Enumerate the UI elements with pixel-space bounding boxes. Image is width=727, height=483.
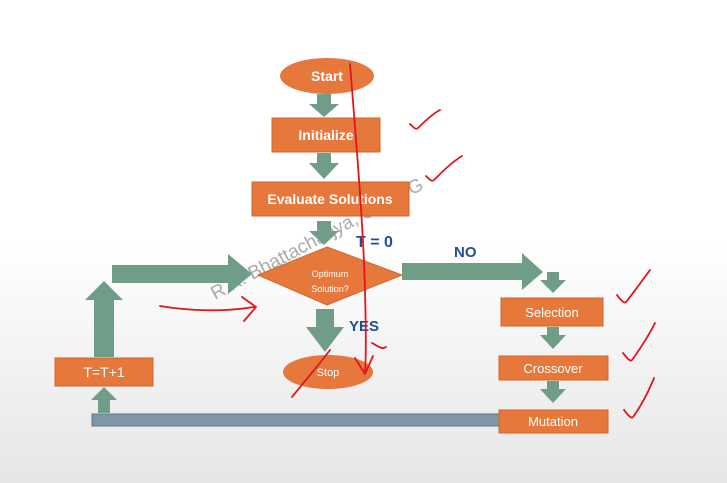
arrow-decision-to-stop (306, 309, 344, 352)
pen-vertical-stroke (349, 63, 367, 373)
arrow-into-selection (540, 272, 566, 293)
pen-arrow-into-decision (159, 305, 255, 312)
increment-label: T=T+1 (83, 364, 124, 380)
pen-scribble-yes (371, 342, 387, 349)
arrow-crossover-to-mutation (540, 381, 566, 403)
decision-label-line1: Optimum (312, 269, 349, 279)
start-label: Start (311, 68, 343, 84)
arrow-evaluate-to-decision (309, 221, 339, 245)
start-node: Start (280, 58, 374, 94)
arrow-decision-to-selection (402, 253, 543, 290)
no-label: NO (454, 244, 477, 261)
yes-label: YES (349, 318, 379, 335)
arrow-initialize-to-evaluate (309, 153, 339, 179)
evaluate-label: Evaluate Solutions (267, 191, 392, 207)
t-zero-label: T = 0 (356, 234, 393, 251)
decision-label-line2: Solution? (311, 284, 349, 294)
selection-label: Selection (525, 305, 578, 320)
crossover-node: Crossover (498, 355, 609, 381)
pen-tick-evaluate (425, 155, 463, 182)
stop-label: Stop (317, 367, 340, 379)
evaluate-node: Evaluate Solutions (251, 181, 410, 217)
pen-tick-selection (616, 269, 651, 304)
increment-node: T=T+1 (54, 357, 154, 387)
crossover-label: Crossover (523, 361, 583, 376)
initialize-label: Initialize (298, 127, 353, 143)
stop-node: Stop (283, 355, 373, 389)
pen-arrowhead-center (354, 355, 374, 375)
pen-tick-initialize (409, 109, 441, 130)
pen-scribble-stop (291, 349, 331, 398)
mutation-node: Mutation (498, 409, 609, 434)
arrow-start-to-initialize (309, 94, 339, 117)
decision-node: Optimum Solution? (256, 246, 404, 306)
mutation-label: Mutation (528, 414, 578, 429)
initialize-node: Initialize (271, 117, 381, 153)
feedback-bar (91, 413, 501, 427)
arrow-selection-to-crossover (540, 327, 566, 349)
selection-node: Selection (500, 297, 604, 327)
arrow-bar-to-increment (91, 387, 117, 413)
pen-tick-crossover (622, 322, 656, 362)
pen-arrowhead-decision (241, 296, 257, 322)
arrow-increment-up (85, 281, 123, 357)
pen-tick-mutation (623, 377, 655, 419)
arrow-loop-to-decision (112, 254, 252, 294)
